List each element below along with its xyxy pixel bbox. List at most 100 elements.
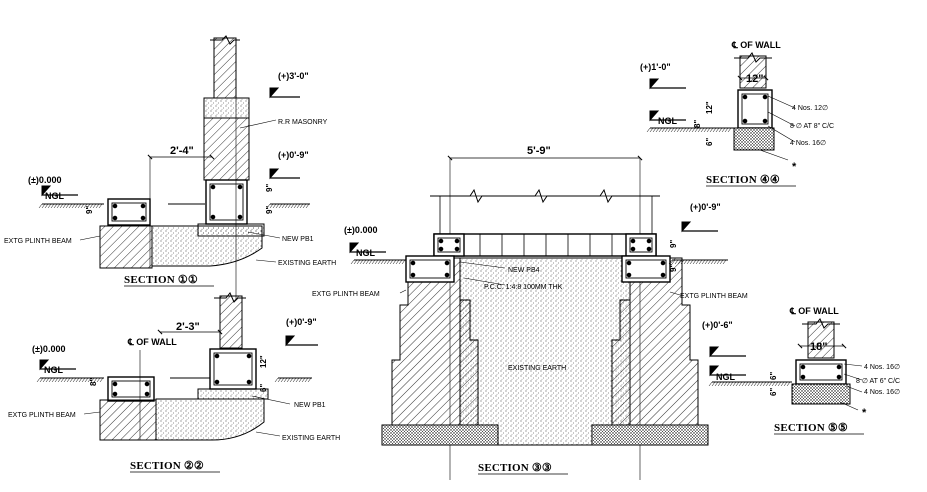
ngl-label: NGL — [356, 248, 376, 258]
ground-tick — [780, 381, 785, 387]
break-line — [430, 188, 660, 204]
ground-tick — [720, 381, 725, 387]
pb4-end-right-stirrup — [629, 237, 653, 253]
ground-tick — [81, 377, 86, 383]
ngl-value-label: (±)0.000 — [344, 225, 377, 235]
ground-tick — [747, 381, 752, 387]
ground-tick — [759, 381, 764, 387]
dim-tick — [217, 329, 223, 335]
level-top-label: (+)3'-0" — [278, 71, 309, 81]
ground-tick — [277, 377, 282, 383]
level-arrow — [649, 78, 660, 90]
ground-tick — [75, 377, 80, 383]
ground-tick — [383, 259, 388, 265]
ground-tick — [83, 203, 88, 209]
ground-tick — [266, 203, 271, 209]
ground-tick — [695, 259, 700, 265]
ground-tick — [287, 203, 292, 209]
ground-tick — [69, 377, 74, 383]
ground-tick — [685, 127, 690, 133]
ground-tick — [305, 203, 310, 209]
ground-tick — [299, 203, 304, 209]
leader — [843, 363, 863, 367]
rebar — [762, 94, 768, 100]
ground-tick — [714, 381, 719, 387]
level-plinth-label: (+)0'-9" — [278, 150, 309, 160]
leader — [759, 149, 789, 161]
leader — [255, 431, 281, 437]
ground-tick — [56, 203, 61, 209]
ground-tick — [713, 259, 718, 265]
ground-tick — [777, 381, 782, 387]
footing-4 — [733, 127, 775, 151]
new-beam-label: NEW PB1 — [294, 402, 326, 409]
leader — [399, 289, 407, 294]
ground-tick — [709, 127, 714, 133]
rebar — [214, 353, 220, 359]
rebar — [140, 203, 146, 209]
rebar — [214, 379, 220, 385]
dim-12: 12" — [259, 355, 268, 368]
ground-tick — [686, 259, 691, 265]
ground-tick — [74, 203, 79, 209]
ground-tick — [359, 259, 364, 265]
wall-upper — [739, 55, 767, 89]
ground-tick — [89, 203, 94, 209]
ground-tick — [732, 381, 737, 387]
width-dim: 18" — [810, 341, 827, 353]
ground-tick — [750, 381, 755, 387]
ground-tick — [756, 381, 761, 387]
wall-upper — [219, 295, 243, 349]
level-arrow — [649, 110, 660, 122]
new-pb4 — [433, 233, 657, 257]
leader — [669, 291, 681, 296]
ground-tick — [722, 259, 727, 265]
ground-tick — [682, 127, 687, 133]
rebar — [630, 246, 636, 252]
ground-tick — [41, 203, 46, 209]
leader — [79, 235, 101, 241]
section-55-title: SECTION ⑤⑤ — [774, 422, 848, 434]
dim-9b: 9" — [265, 206, 274, 214]
extg-beam-stirrup — [111, 202, 147, 222]
earth-label: EXISTING EARTH — [278, 260, 336, 267]
level-plinth-label: (+)0'-9" — [690, 202, 721, 212]
rebar — [112, 391, 118, 397]
ground-tick — [38, 203, 43, 209]
rebar-top-label: 4 Nos. 16∅ — [864, 364, 900, 371]
ground-tick — [670, 127, 675, 133]
dim-6: 6" — [705, 138, 714, 146]
break-line — [210, 35, 240, 45]
earth-label: EXISTING EARTH — [282, 435, 340, 442]
ground-tick — [307, 377, 312, 383]
level-arrow — [39, 359, 50, 371]
rebar-stirrup-label: 8 ∅ AT 8" C/C — [790, 123, 834, 130]
ground-tick — [66, 377, 71, 383]
wall-label: ℄ OF WALL — [731, 40, 781, 50]
ground-tick — [95, 203, 100, 209]
ground-tick — [723, 381, 728, 387]
rebar — [454, 238, 460, 244]
ground-tick — [296, 203, 301, 209]
ground-tick — [274, 377, 279, 383]
level-arrow — [349, 242, 360, 254]
ground-tick — [680, 259, 685, 265]
ground-tick — [371, 259, 376, 265]
rebar — [626, 260, 632, 266]
rebar — [112, 381, 118, 387]
leader — [463, 277, 506, 286]
level-arrow — [269, 168, 280, 180]
ground-tick — [658, 127, 663, 133]
extg-beam-left-stirrup — [409, 259, 451, 279]
ground-tick — [42, 377, 47, 383]
ground-tick — [727, 127, 732, 133]
ground-tick — [377, 259, 382, 265]
ground-tick — [707, 259, 712, 265]
ground-tick — [45, 377, 50, 383]
rebar — [626, 272, 632, 278]
extg-beam-left-label: EXTG PLINTH BEAM — [312, 291, 380, 298]
ground-tick — [389, 259, 394, 265]
ngl-value-label: (±)0.000 — [32, 344, 65, 354]
ground-tick — [753, 381, 758, 387]
